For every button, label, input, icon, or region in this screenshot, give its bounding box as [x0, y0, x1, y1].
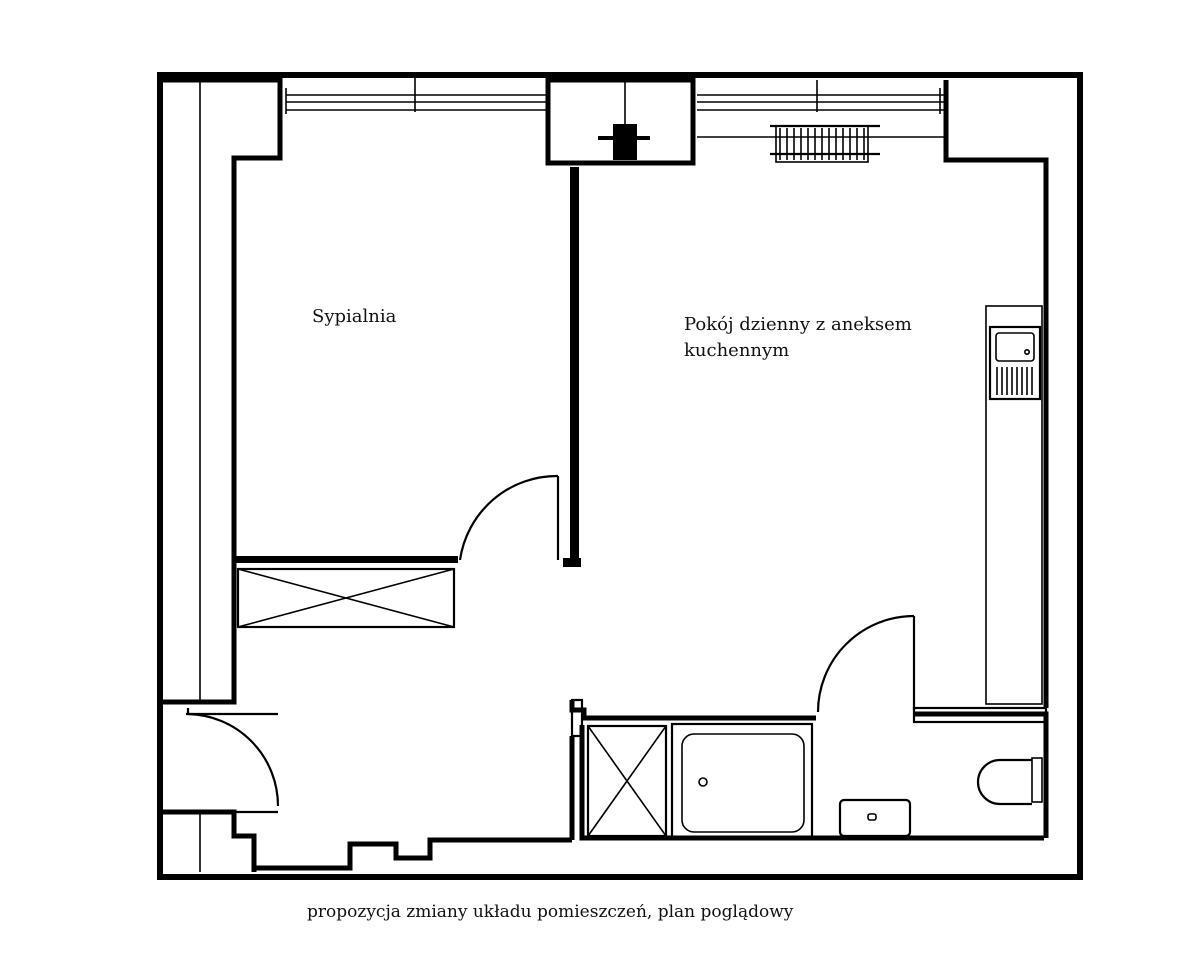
washbasin: [838, 798, 912, 838]
partition-wall-foot: [563, 558, 581, 567]
bedroom-door: [458, 474, 560, 561]
living-room-label-line1: Pokój dzienny z aneksem: [684, 314, 912, 335]
window-bedroom: [285, 72, 548, 114]
kitchen-sink: [988, 325, 1042, 401]
ventilation-shaft: [545, 77, 696, 166]
bedroom-label: Sypialnia: [312, 306, 397, 327]
outer-wall: [157, 72, 1083, 880]
kitchen-counter: [985, 305, 1043, 705]
partition-wall: [570, 167, 579, 567]
wardrobe: [236, 567, 456, 629]
bedroom-bottom-wall: [234, 556, 458, 563]
bathtub: [670, 722, 814, 840]
entrance-door: [186, 708, 280, 814]
radiator: [770, 124, 880, 163]
right-wall-block: [943, 80, 1049, 708]
bathroom-walls: [569, 698, 1049, 841]
bathroom-door: [816, 614, 916, 713]
toilet: [976, 757, 1043, 806]
living-room-label-line2: kuchennym: [684, 340, 789, 361]
plan-caption: propozycja zmiany układu pomieszczeń, pl…: [307, 902, 794, 922]
bathroom-cabinet: [586, 724, 668, 838]
left-wall-block: [160, 77, 572, 872]
